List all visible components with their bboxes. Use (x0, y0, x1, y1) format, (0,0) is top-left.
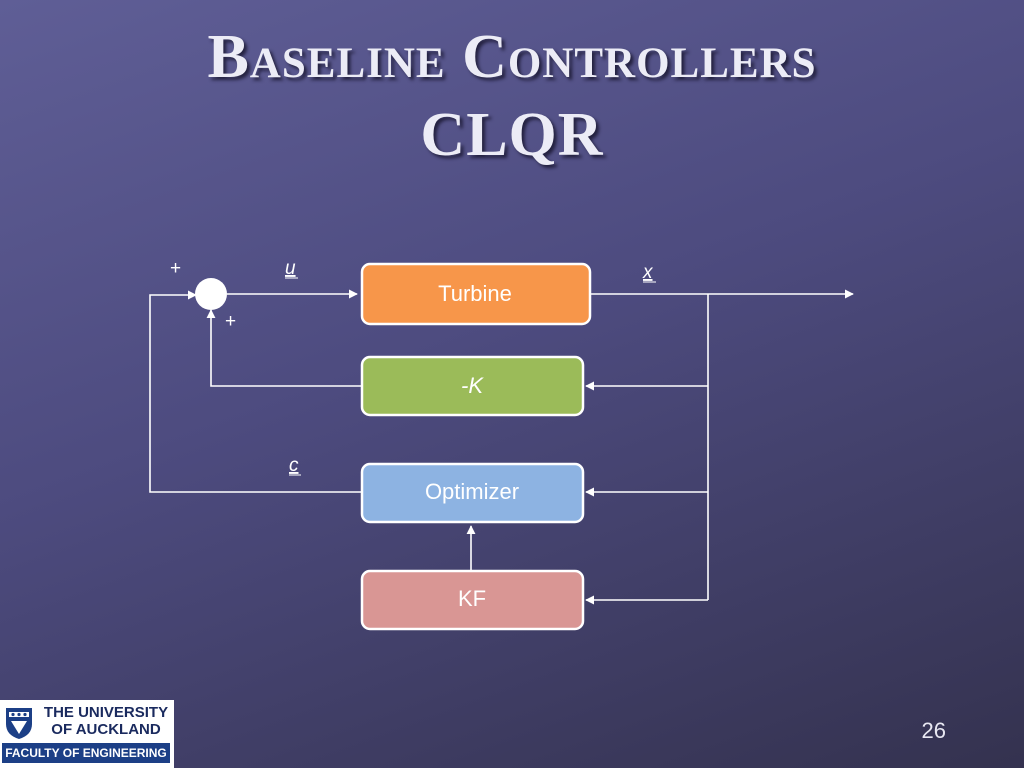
block-optimizer (360, 462, 585, 524)
university-logo: THE UNIVERSITY OF AUCKLAND FACULTY OF EN… (0, 700, 174, 768)
sum-plus-bottom-label: + (225, 311, 236, 332)
signal-u-label: u (285, 258, 296, 279)
logo-university-name: THE UNIVERSITY OF AUCKLAND (38, 704, 174, 738)
slide-subtitle: CLQR (420, 101, 604, 169)
signal-x-label: x (642, 262, 654, 283)
block-kf-label: KF (458, 586, 486, 611)
university-crest-icon (6, 708, 32, 739)
logo-line1: THE UNIVERSITY (43, 704, 169, 721)
summing-junction (195, 278, 227, 310)
block-kf (360, 569, 585, 631)
logo-line2: OF AUCKLAND (51, 721, 161, 738)
block-optimizer-label: Optimizer (425, 479, 519, 504)
slide-title: Baseline Controllers (207, 23, 817, 91)
connector-optimizer-to-sum (149, 290, 362, 493)
sum-plus-top-label: + (170, 258, 181, 279)
signal-c-label: c (289, 455, 299, 476)
block-gain (360, 355, 585, 417)
connector-gain-to-sum (206, 309, 362, 387)
block-turbine-label: Turbine (438, 281, 512, 306)
logo-faculty: FACULTY OF ENGINEERING (2, 743, 170, 763)
block-gain-label: -K (461, 373, 484, 398)
page-number: 26 (921, 718, 946, 743)
block-turbine (360, 262, 592, 326)
